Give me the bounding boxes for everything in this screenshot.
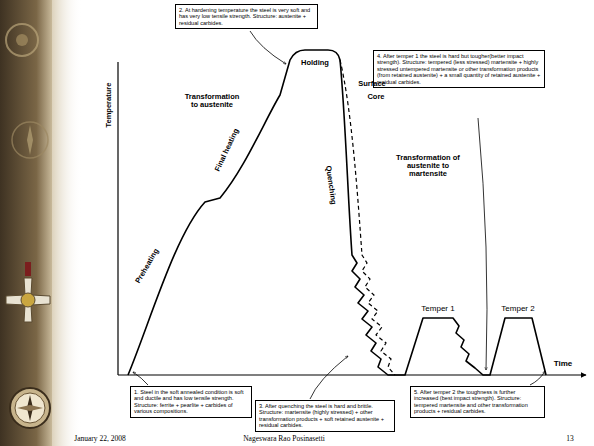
note-box: 2. At hardening temperature the steel is… — [175, 4, 318, 29]
compass — [10, 388, 50, 428]
footer-author: Nageswara Rao Posinasetti — [243, 435, 325, 443]
stage-label: Core — [367, 93, 384, 101]
axis-label: Time — [554, 360, 573, 369]
stage-label: Temper 1 — [421, 305, 454, 314]
stage-label: Final heating — [213, 127, 240, 172]
note-text: 2. At hardening temperature the steel is… — [179, 7, 314, 26]
stage-label: Transformation to austenite — [181, 93, 243, 110]
medal-cross — [6, 262, 50, 322]
callout-leader — [478, 118, 487, 370]
callout-leader — [133, 372, 148, 385]
stage-label: Surface — [358, 80, 386, 88]
stage-label: Temper 2 — [501, 305, 534, 314]
note-text: 1. Steel in the soft annealed condition … — [134, 389, 248, 415]
page-number: 13 — [566, 435, 574, 443]
stage-label: Transformation of austenite to martensit… — [391, 154, 465, 179]
note-text: 3. After quenching the steel is hard and… — [259, 403, 391, 429]
note-box: 5. After temper 2 the toughness is furth… — [410, 386, 545, 418]
note-box: 1. Steel in the soft annealed condition … — [130, 386, 252, 418]
surface-curve — [128, 50, 546, 375]
core-curve — [340, 60, 395, 375]
note-text: 4. After temper 1 the steel is hard but … — [377, 53, 541, 85]
time-axis — [118, 374, 586, 375]
note-box: 4. After temper 1 the steel is hard but … — [373, 50, 545, 88]
callout-leader — [310, 356, 348, 399]
axis-label: Temperature — [105, 83, 113, 128]
decor-fade — [52, 0, 82, 446]
callout-leader — [530, 371, 545, 385]
rosette — [6, 24, 48, 158]
stage-label: Preheating — [134, 247, 161, 285]
stage-label: Holding — [301, 59, 329, 67]
note-text: 5. After temper 2 the toughness is furth… — [414, 389, 541, 415]
callout-leader — [250, 31, 286, 64]
note-box: 3. After quenching the steel is hard and… — [255, 400, 395, 432]
footer-date: January 22, 2008 — [74, 435, 125, 443]
temperature-axis — [117, 62, 118, 375]
stage-label: Quenching — [324, 165, 338, 205]
decor-strip — [0, 0, 52, 446]
